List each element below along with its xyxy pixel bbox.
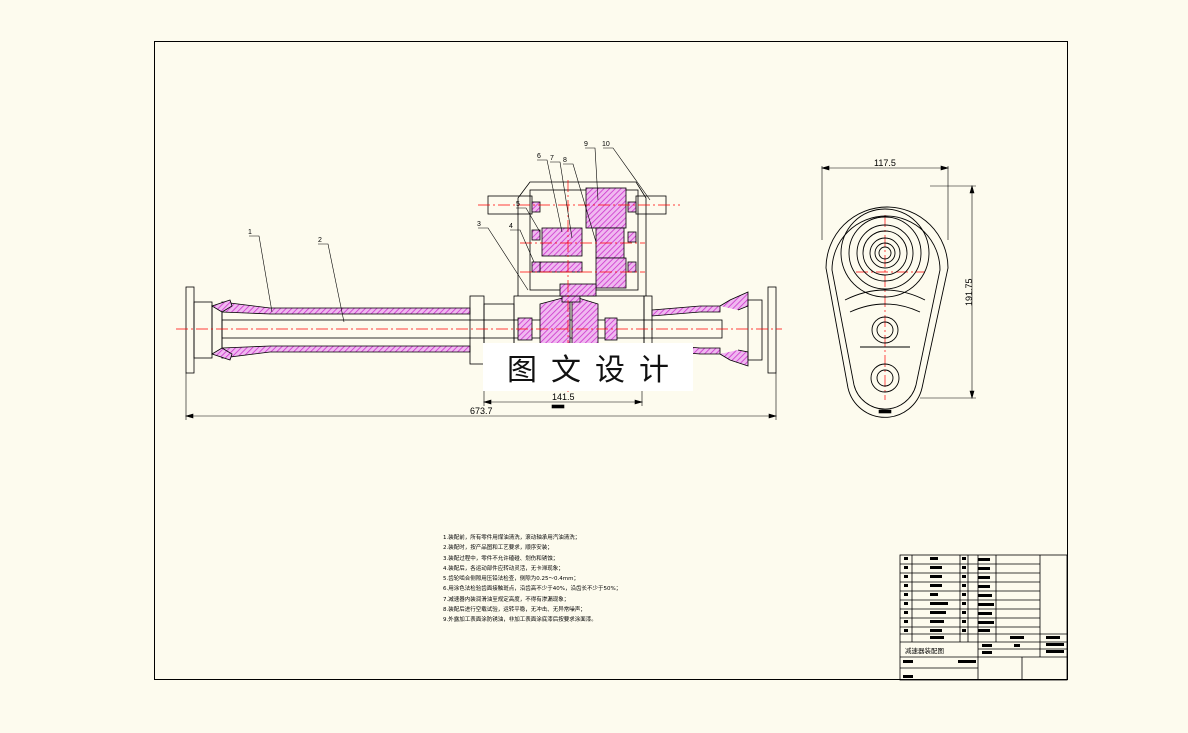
technical-note: 1.装配前，所有零件用煤油清洗，滚动轴承用汽油清洗； [443, 535, 581, 541]
flange-width-dimension: 117.5 [874, 158, 896, 168]
balloon-8: 8 [563, 157, 567, 164]
balloon-2: 2 [318, 237, 322, 244]
technical-note: 3.装配过程中，零件不允许磕碰、划伤和锈蚀； [443, 555, 559, 562]
balloon-9: 9 [584, 141, 588, 148]
front-dimensions [184, 373, 778, 420]
center-lines [176, 180, 925, 400]
part-balloon-labels: 1 2 3 4 5 6 7 8 9 10 [248, 141, 610, 244]
balloon-7: 7 [550, 155, 554, 162]
technical-note: 4.装配后，各运动部件应转动灵活，无卡滞现象； [443, 565, 564, 572]
title-block-marks [903, 557, 1064, 678]
balloon-4: 4 [509, 223, 513, 230]
technical-note: 7.减速器内装润滑油至规定高度，不得有渗漏现象； [443, 596, 570, 603]
balloon-10: 10 [602, 141, 610, 148]
technical-note: 2.装配时，按产品图和工艺要求，顺序安装； [443, 545, 553, 552]
watermark-text: 图文设计 [507, 353, 683, 388]
balloon-5: 5 [516, 201, 520, 208]
side-dimensions [820, 165, 976, 414]
balloon-6: 6 [537, 153, 541, 160]
watermark-box: 图文设计 [483, 343, 693, 391]
side-view [825, 206, 949, 418]
balloon-1: 1 [248, 229, 252, 236]
sheet-border [154, 41, 1068, 680]
drawing-title: 减速器装配图 [905, 647, 944, 655]
flange-height-dimension: 191.75 [964, 278, 974, 306]
technical-notes: 1.装配前，所有零件用煤油清洗，滚动轴承用汽油清洗； 2.装配时，按产品图和工艺… [443, 533, 743, 626]
technical-note: 9.外露加工表面涂防锈油，非加工表面涂底漆后按要求涂面漆。 [443, 617, 597, 624]
technical-note: 8.装配后进行空载试验，运转平稳，无冲击、无异常噪声； [443, 607, 586, 614]
housing-width-dimension: 141.5 [552, 392, 575, 402]
overall-length-dimension: 673.7 [470, 406, 493, 416]
part-leaders [249, 147, 651, 323]
title-block [899, 554, 1068, 681]
technical-note: 6.用涂色法检验齿面接触斑点，沿齿高不少于40%，沿齿长不少于50%； [443, 586, 622, 593]
balloon-3: 3 [477, 221, 481, 228]
technical-note: 5.齿轮啮合侧隙用压铅法检查，侧隙为0.25～0.4mm； [443, 576, 579, 583]
